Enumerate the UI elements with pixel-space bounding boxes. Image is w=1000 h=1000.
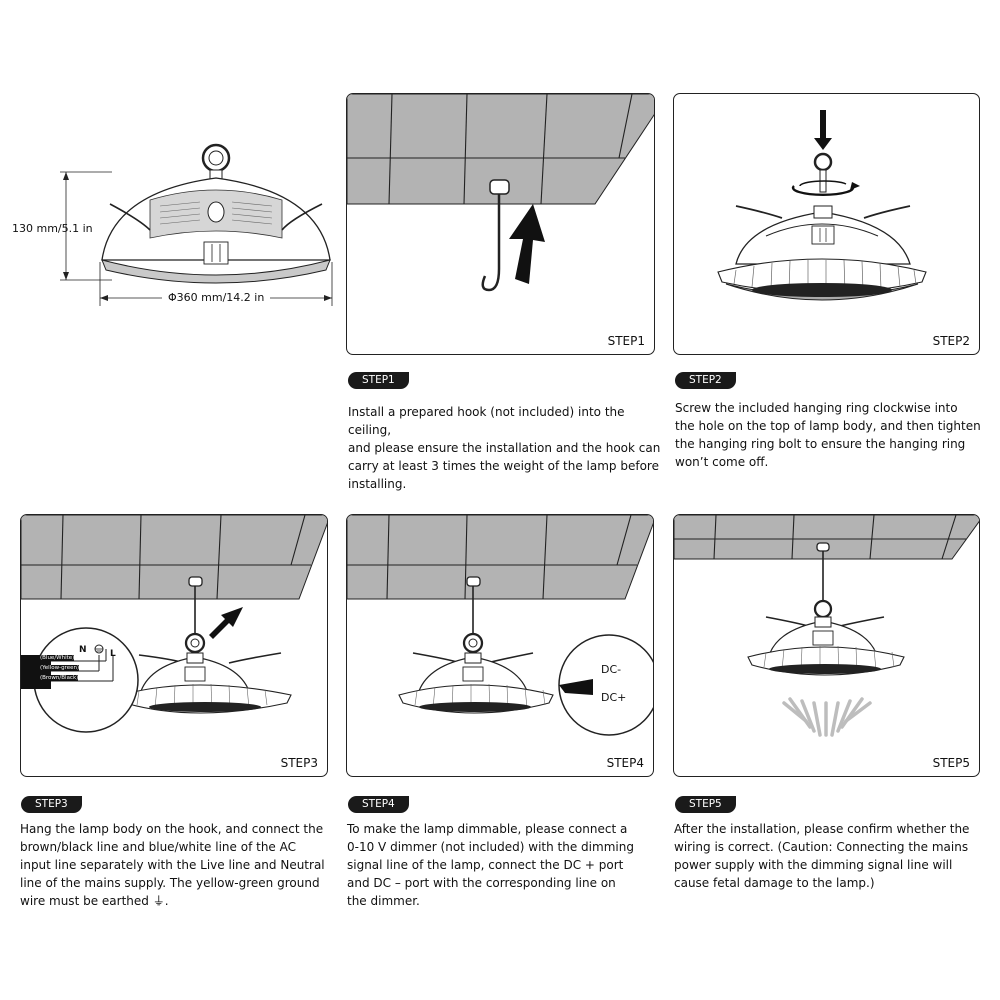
step1-tag: STEP1 (348, 372, 409, 389)
step4-panel: DC- DC+ STEP4 (346, 514, 654, 777)
step5-panel: STEP5 (673, 514, 980, 777)
step3-corner-label: STEP3 (280, 756, 318, 770)
step4-description: To make the lamp dimmable, please connec… (347, 822, 634, 908)
step5-description: After the installation, please confirm w… (674, 822, 970, 890)
step2-tag: STEP2 (675, 372, 736, 389)
step1-corner-label: STEP1 (607, 334, 645, 348)
step3-tag: STEP3 (21, 796, 82, 813)
step2-description: Screw the included hanging ring clockwis… (675, 401, 981, 469)
diameter-dimension-label: Φ360 mm/14.2 in (168, 291, 265, 304)
live-terminal-label: L (110, 649, 116, 659)
step1-description: Install a prepared hook (not included) i… (348, 405, 661, 491)
step5-corner-label: STEP5 (932, 756, 970, 770)
step3-panel: N L (Blue/White) (Yellow-green) (Brown/B… (20, 514, 328, 777)
step1-panel: STEP1 (346, 93, 655, 355)
step4-tag: STEP4 (348, 796, 409, 813)
step5-illustration (674, 515, 979, 737)
step3-illustration (21, 515, 327, 733)
dc-minus-label: DC- (601, 663, 622, 676)
brown-black-wire-label: (Brown/Black) (40, 675, 79, 681)
dc-plus-label: DC+ (601, 691, 627, 704)
light-rays (782, 697, 872, 737)
yellow-green-wire-label: (Yellow-green) (40, 665, 80, 671)
step2-illustration (717, 110, 927, 301)
step4-illustration (347, 515, 653, 736)
dimension-drawing: 130 mm/5.1 in Φ360 mm/14.2 in (0, 120, 340, 320)
step2-panel: STEP2 (673, 93, 980, 355)
lamp-dimension-illustration (60, 143, 333, 306)
height-dimension-label: 130 mm/5.1 in (12, 222, 93, 235)
blue-white-wire-label: (Blue/White) (40, 655, 75, 661)
neutral-terminal-label: N (79, 645, 87, 655)
step5-tag: STEP5 (675, 796, 736, 813)
step2-corner-label: STEP2 (932, 334, 970, 348)
step3-description: Hang the lamp body on the hook, and conn… (20, 822, 325, 908)
step1-illustration (347, 94, 654, 292)
step4-corner-label: STEP4 (606, 756, 644, 770)
